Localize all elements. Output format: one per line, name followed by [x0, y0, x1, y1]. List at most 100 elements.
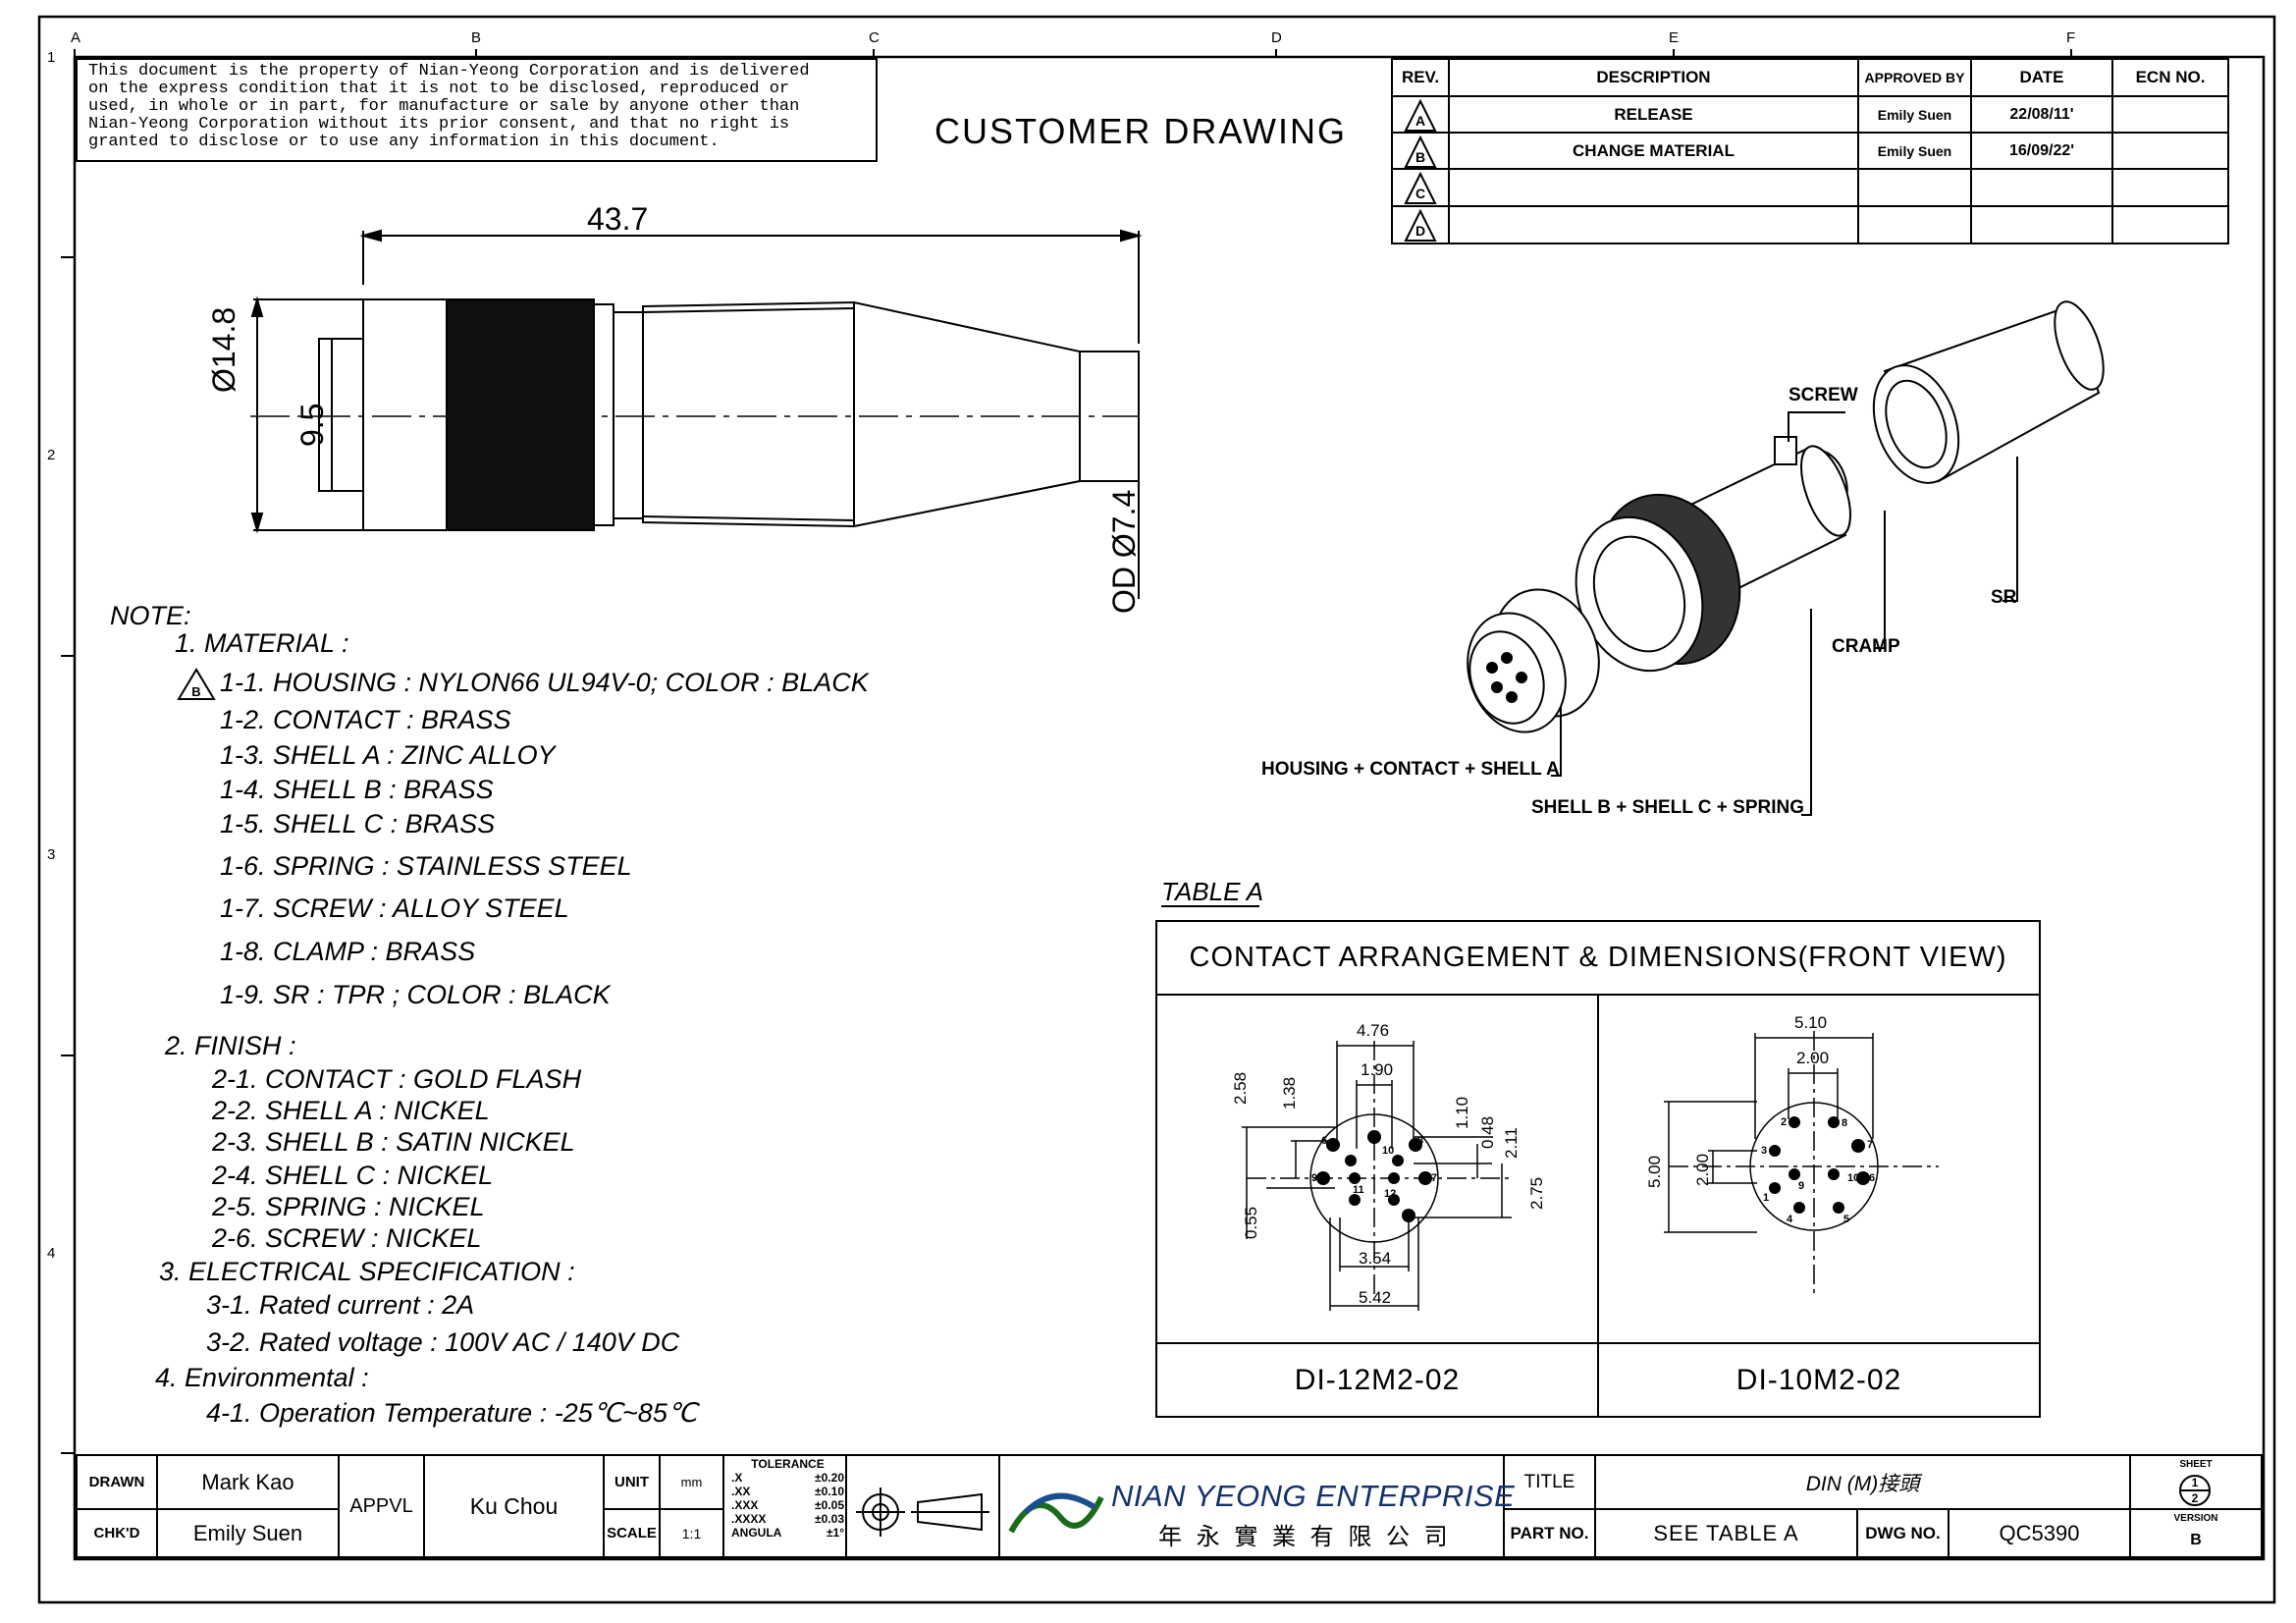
note-line: 2-4. SHELL C : NICKEL — [212, 1161, 494, 1190]
company-name-zh: 年 永 實 業 有 限 公 司 — [1158, 1524, 1452, 1550]
dim-cable-od: OD Ø7.4 — [1106, 489, 1142, 614]
zone-letter-c: C — [869, 29, 880, 46]
note-line: 2. FINISH : — [165, 1031, 296, 1060]
tb-sheet-num: 1 — [2191, 1476, 2199, 1489]
revision-table-grid — [1391, 58, 2229, 244]
note-rev-triangle — [177, 668, 216, 700]
note-line: 1-6. SPRING : STAINLESS STEEL — [220, 851, 632, 881]
tb-drawn-label: DRAWN — [88, 1474, 145, 1490]
pin-label: 10 — [1382, 1145, 1395, 1157]
disclaimer-text: This document is the property of Nian-Ye… — [88, 63, 869, 151]
iso-leaders — [1551, 411, 2018, 816]
dim-211: 2.11 — [1502, 1127, 1521, 1159]
note-line: 1-9. SR : TPR ; COLOR : BLACK — [220, 980, 611, 1009]
rev-a-description: RELEASE — [1614, 104, 1693, 124]
dim-510: 5.10 — [1794, 1013, 1828, 1032]
zone-letter-e: E — [1669, 29, 1680, 46]
dim-354: 3.54 — [1359, 1249, 1392, 1268]
tb-drawn: Mark Kao — [201, 1469, 294, 1494]
rev-header-approved: APPROVED BY — [1864, 70, 1965, 85]
dim-length: 43.7 — [587, 201, 649, 237]
disclaimer-line: granted to disclose or to use any inform… — [88, 133, 720, 151]
tb-chkd: Emily Suen — [192, 1520, 303, 1545]
zone-letter-a: A — [71, 29, 81, 46]
dim-048: 0.48 — [1478, 1115, 1497, 1149]
tolerance-value: ±0.05 — [815, 1498, 844, 1512]
tb-appvl: Ku Chou — [469, 1492, 559, 1519]
tb-version: B — [2190, 1532, 2202, 1548]
note-line: 1. MATERIAL : — [175, 628, 349, 658]
disclaimer-box — [76, 58, 878, 162]
pin-label: 8 — [1417, 1135, 1424, 1147]
dim-190: 1.90 — [1361, 1060, 1394, 1079]
disclaimer-line: on the express condition that it is not … — [88, 80, 790, 98]
tb-unit: mm — [680, 1475, 703, 1489]
outer-border — [37, 15, 2276, 1604]
side-view-connector — [250, 229, 1143, 599]
label-screw: SCREW — [1789, 385, 1858, 406]
dim-200b: 2.00 — [1693, 1153, 1712, 1186]
note-line: 2-1. CONTACT : GOLD FLASH — [212, 1064, 582, 1094]
disclaimer-line: Nian-Yeong Corporation without its prior… — [88, 115, 790, 134]
tolerance-value: ±0.10 — [815, 1485, 844, 1498]
tb-appvl-label: APPVL — [349, 1494, 413, 1517]
pin-label: 4 — [1787, 1214, 1793, 1225]
rev-header-description: DESCRIPTION — [1596, 68, 1711, 86]
tolerance-key: ANGULA — [731, 1526, 782, 1540]
company-name-en: NIAN YEONG ENTERPRISE — [1111, 1479, 1516, 1513]
tb-unit-label: UNIT — [614, 1474, 649, 1490]
rev-header-date: DATE — [2019, 68, 2064, 86]
di12-pins — [1316, 1130, 1432, 1222]
tolerance-value: ±0.20 — [815, 1471, 844, 1485]
inner-border — [73, 55, 2266, 1561]
zone-number-1: 1 — [47, 49, 56, 66]
dim-258: 2.58 — [1231, 1071, 1250, 1105]
tb-version-label: VERSION — [2173, 1512, 2218, 1524]
rev-a-approved: Emily Suen — [1877, 106, 1952, 123]
tolerance-row: .XXXX±0.03 — [731, 1512, 844, 1526]
note-rev-mark: B — [191, 683, 201, 699]
rev-a-date: 22/08/11' — [2009, 105, 2074, 123]
dim-542: 5.42 — [1359, 1288, 1392, 1307]
tolerance-row: .XX±0.10 — [731, 1485, 844, 1498]
note-line: 3-2. Rated voltage : 100V AC / 140V DC — [206, 1327, 680, 1357]
tb-title-label: TITLE — [1523, 1471, 1575, 1492]
pin-label: 11 — [1353, 1184, 1364, 1196]
disclaimer-line: used, in whole or in part, for manufactu… — [88, 97, 800, 116]
tb-part: SEE TABLE A — [1653, 1520, 1799, 1545]
di10-arrangement — [1664, 1031, 1939, 1296]
tolerance-row: .X±0.20 — [731, 1471, 844, 1485]
table-a-grid — [1155, 905, 2041, 1418]
tb-tolerance: TOLERANCE .X±0.20 .XX±0.10 .XXX±0.05 .XX… — [731, 1457, 844, 1540]
tb-title: DIN (M)接頭 — [1805, 1472, 1920, 1495]
note-line: 1-8. CLAMP : BRASS — [220, 937, 476, 966]
drawing-heading: CUSTOMER DRAWING — [934, 111, 1348, 151]
label-sr: SR — [1991, 587, 2017, 608]
pin-label: 5 — [1843, 1214, 1850, 1225]
note-line: 1-7. SCREW : ALLOY STEEL — [220, 893, 569, 923]
dim-275: 2.75 — [1527, 1176, 1546, 1210]
tb-sheet-label: SHEET — [2179, 1458, 2213, 1470]
rev-mark-c: C — [1415, 186, 1426, 201]
note-line: 1-1. HOUSING : NYLON66 UL94V-0; COLOR : … — [220, 668, 869, 697]
zone-letter-f: F — [2066, 29, 2076, 46]
pin-label: 3 — [1761, 1145, 1768, 1157]
note-line: 2-5. SPRING : NICKEL — [212, 1192, 485, 1221]
rev-mark-d: D — [1415, 223, 1426, 239]
note-line: 1-3. SHELL A : ZINC ALLOY — [220, 740, 556, 770]
note-line: 4. Environmental : — [155, 1363, 369, 1392]
rev-mark-a: A — [1415, 113, 1426, 129]
zone-number-3: 3 — [47, 846, 56, 863]
title-block-grid — [76, 1454, 2263, 1558]
pin-label: 12 — [1384, 1188, 1397, 1200]
di12-arrangement — [1242, 1041, 1512, 1311]
zone-letter-b: B — [471, 29, 482, 46]
dim-inner-diameter: 9.5 — [294, 403, 330, 447]
tolerance-key: .XXXX — [731, 1512, 767, 1526]
note-line: 2-6. SCREW : NICKEL — [212, 1223, 482, 1253]
rev-b-date: 16/09/22' — [2008, 141, 2075, 159]
label-cramp: CRAMP — [1832, 636, 1900, 657]
tolerance-label: TOLERANCE — [751, 1457, 825, 1471]
note-line: 3-1. Rated current : 2A — [206, 1290, 475, 1320]
